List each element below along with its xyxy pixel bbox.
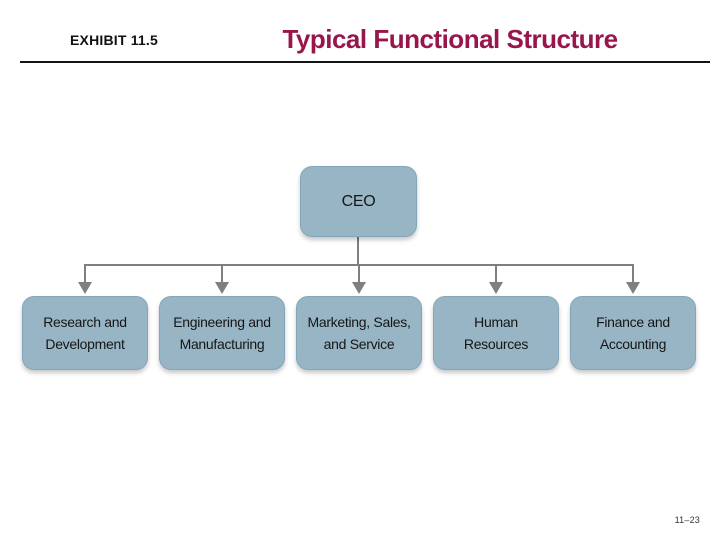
org-box-label: CEO bbox=[341, 192, 376, 210]
connector-stub bbox=[358, 264, 360, 283]
arrow-down-icon bbox=[352, 282, 366, 294]
org-box-marketing-sales-service: Marketing, Sales, and Service bbox=[296, 296, 422, 370]
arrow-down-icon bbox=[489, 282, 503, 294]
org-box-research-development: Research and Development bbox=[22, 296, 148, 370]
arrow-down-icon bbox=[626, 282, 640, 294]
arrow-down-icon bbox=[78, 282, 92, 294]
page-title: Typical Functional Structure bbox=[282, 24, 618, 54]
org-box-label-line: Engineering and bbox=[173, 314, 271, 330]
org-box-label-line: Human bbox=[474, 314, 518, 330]
org-box-label-line: Manufacturing bbox=[179, 336, 265, 352]
org-box-finance-accounting: Finance and Accounting bbox=[570, 296, 696, 370]
org-box-label-line: Accounting bbox=[599, 336, 667, 352]
connector-stub bbox=[632, 264, 634, 283]
header-divider bbox=[20, 61, 710, 63]
exhibit-label: EXHIBIT 11.5 bbox=[70, 32, 158, 48]
org-box-human-resources: Human Resources bbox=[433, 296, 559, 370]
org-box-label-line: Marketing, Sales, bbox=[307, 314, 411, 330]
connector-stub bbox=[84, 264, 86, 283]
connector-stub bbox=[495, 264, 497, 283]
org-box-label-line: Resources bbox=[463, 336, 529, 352]
org-box-label-line: Research and bbox=[43, 314, 127, 330]
org-box-ceo: CEO bbox=[300, 166, 417, 237]
org-box-label-line: Finance and bbox=[596, 314, 670, 330]
arrow-down-icon bbox=[215, 282, 229, 294]
page-number: 11–23 bbox=[674, 515, 700, 525]
org-box-label-line: and Service bbox=[323, 336, 395, 352]
connector-stub bbox=[221, 264, 223, 283]
org-box-label-line: Development bbox=[45, 336, 125, 352]
org-box-engineering-manufacturing: Engineering and Manufacturing bbox=[159, 296, 285, 370]
connector-ceo-drop bbox=[357, 236, 359, 266]
